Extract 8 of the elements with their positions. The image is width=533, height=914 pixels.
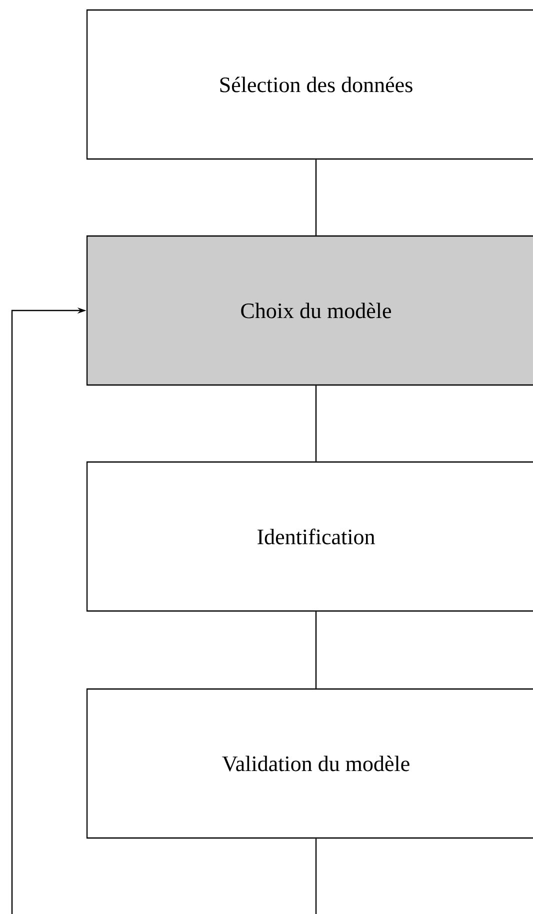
highlighted-process-box: Choix du modèle <box>86 235 533 386</box>
process-box: Sélection des données <box>86 9 533 160</box>
process-box: Validation du modèle <box>86 688 533 839</box>
connector-line <box>315 612 317 688</box>
process-box: Identification <box>86 461 533 612</box>
connector-line <box>315 160 317 236</box>
connector-line <box>315 838 317 914</box>
connector-line <box>315 386 317 462</box>
